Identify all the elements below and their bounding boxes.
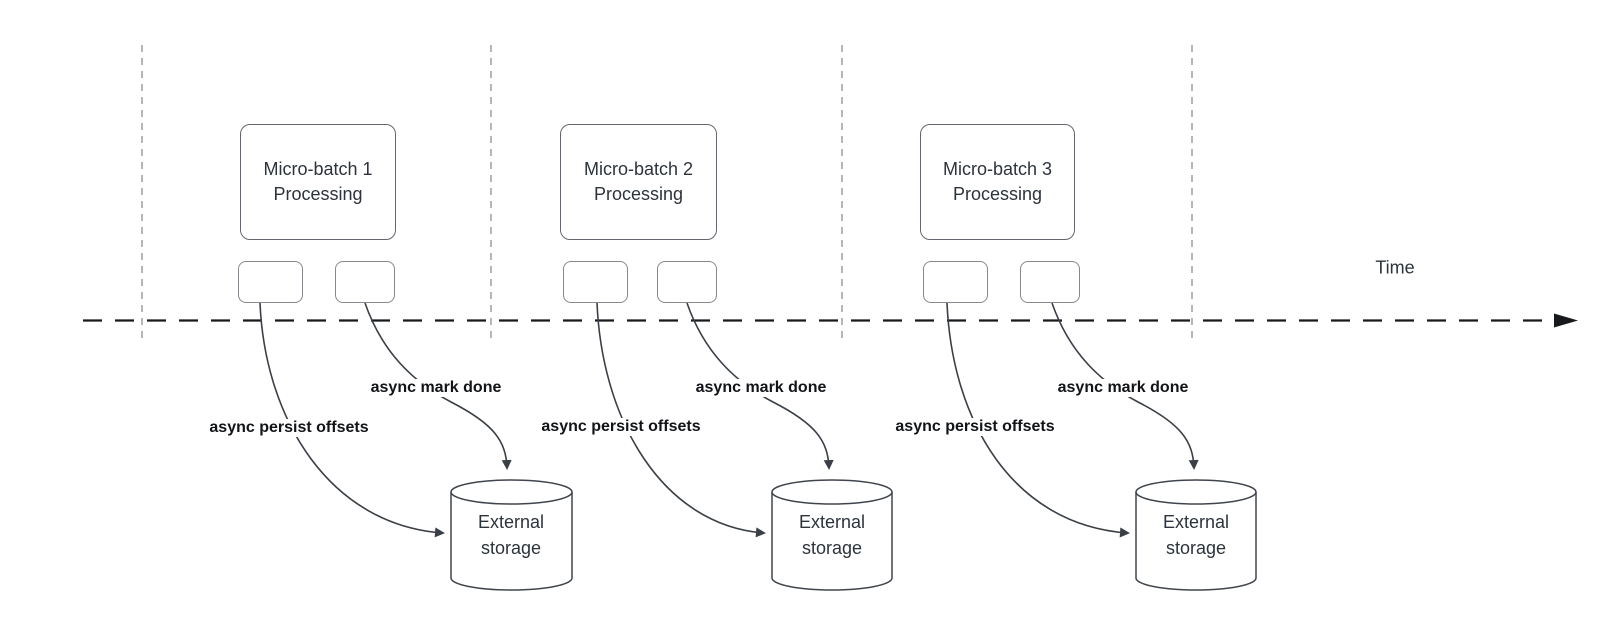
external-storage-cylinder-2 — [771, 479, 893, 591]
mark-done-label-1: async mark done — [367, 379, 505, 397]
persist-offsets-task-box-3 — [923, 261, 988, 303]
micro-batch-1-processing-label: Micro-batch 1 Processing — [263, 159, 373, 204]
micro-batch-3-processing-label: Micro-batch 3 Processing — [942, 159, 1053, 204]
external-storage-label-3: External storage — [1162, 512, 1230, 558]
external-storage-cylinder-3 — [1135, 479, 1257, 591]
external-storage-label-1: External storage — [477, 512, 545, 558]
mark-done-task-box-3 — [1020, 261, 1080, 303]
mark-done-arrow-3 — [1051, 302, 1199, 470]
persist-offsets-task-box-2 — [563, 261, 628, 303]
external-storage-cylinder-1 — [450, 479, 573, 591]
mark-done-arrow-2 — [686, 302, 834, 470]
persist-offsets-label-3: async persist offsets — [892, 418, 1058, 436]
micro-batch-1-processing-box: Micro-batch 1 Processing — [240, 124, 396, 240]
mark-done-arrow-1 — [364, 302, 512, 470]
mark-done-label-2: async mark done — [692, 379, 830, 397]
mark-done-label-3: async mark done — [1054, 379, 1192, 397]
external-storage-label-2: External storage — [798, 512, 866, 558]
persist-offsets-arrow-3 — [946, 302, 1130, 538]
mark-done-task-box-1 — [335, 261, 395, 303]
mark-done-task-box-2 — [657, 261, 717, 303]
persist-offsets-task-box-1 — [238, 261, 303, 303]
persist-offsets-arrow-2 — [596, 302, 766, 538]
time-axis-arrowhead-icon — [1554, 313, 1578, 328]
persist-offsets-label-2: async persist offsets — [538, 418, 704, 436]
micro-batch-2-processing-box: Micro-batch 2 Processing — [560, 124, 717, 240]
micro-batch-3-processing-box: Micro-batch 3 Processing — [920, 124, 1075, 240]
micro-batch-2-processing-label: Micro-batch 2 Processing — [583, 159, 694, 204]
persist-offsets-arrow-1 — [259, 302, 445, 538]
time-label: Time — [1375, 257, 1415, 278]
persist-offsets-label-1: async persist offsets — [206, 419, 372, 437]
